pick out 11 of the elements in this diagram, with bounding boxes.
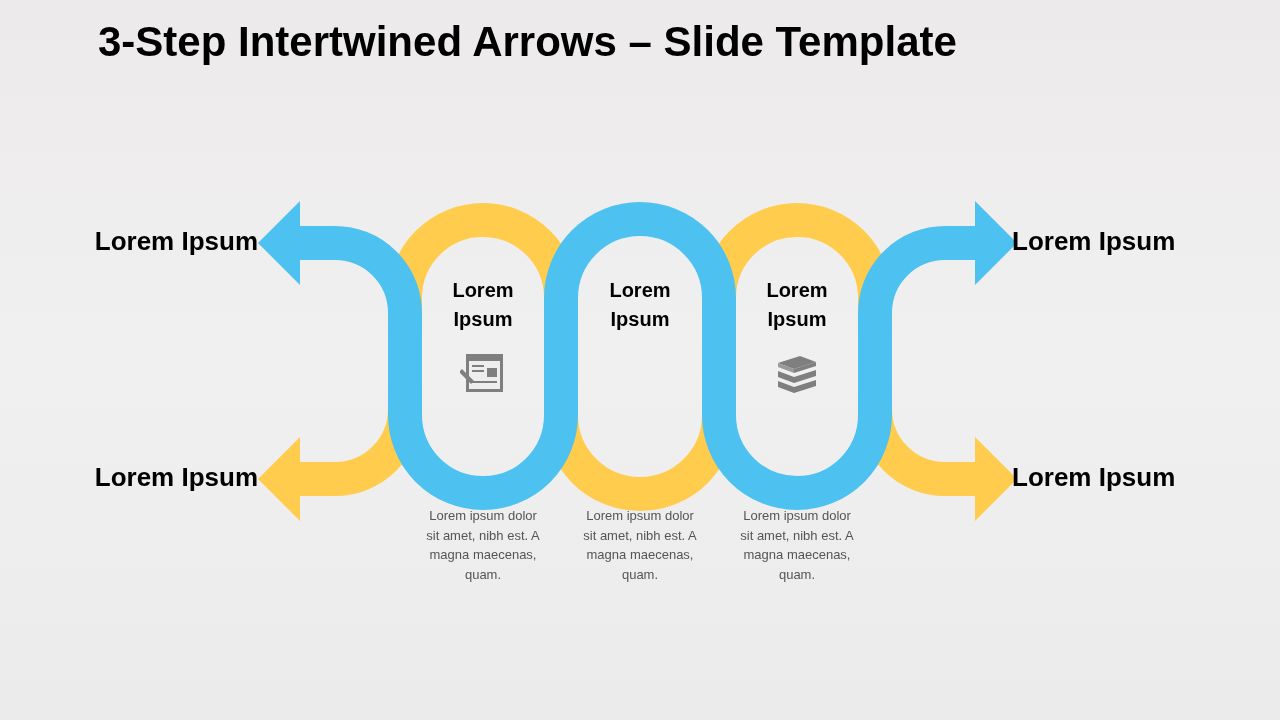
- step-description: Lorem ipsum dolor sit amet, nibh est. A magna maecenas, quam.: [582, 507, 698, 584]
- slide-title: 3-Step Intertwined Arrows – Slide Template: [98, 18, 957, 66]
- step-heading: Lorem Ipsum: [451, 278, 515, 332]
- step-description: Lorem ipsum dolor sit amet, nibh est. A magna maecenas, quam.: [425, 507, 541, 584]
- step-heading: Lorem Ipsum: [608, 278, 672, 332]
- step-label: Lorem Ipsum: [1011, 462, 1177, 492]
- step-heading: Lorem Ipsum: [765, 278, 829, 332]
- step-label: Lorem Ipsum: [1011, 226, 1177, 256]
- step-label: Lorem Ipsum: [93, 462, 259, 492]
- step-description: Lorem ipsum dolor sit amet, nibh est. A magna maecenas, quam.: [739, 507, 855, 584]
- step-label: Lorem Ipsum: [93, 226, 259, 256]
